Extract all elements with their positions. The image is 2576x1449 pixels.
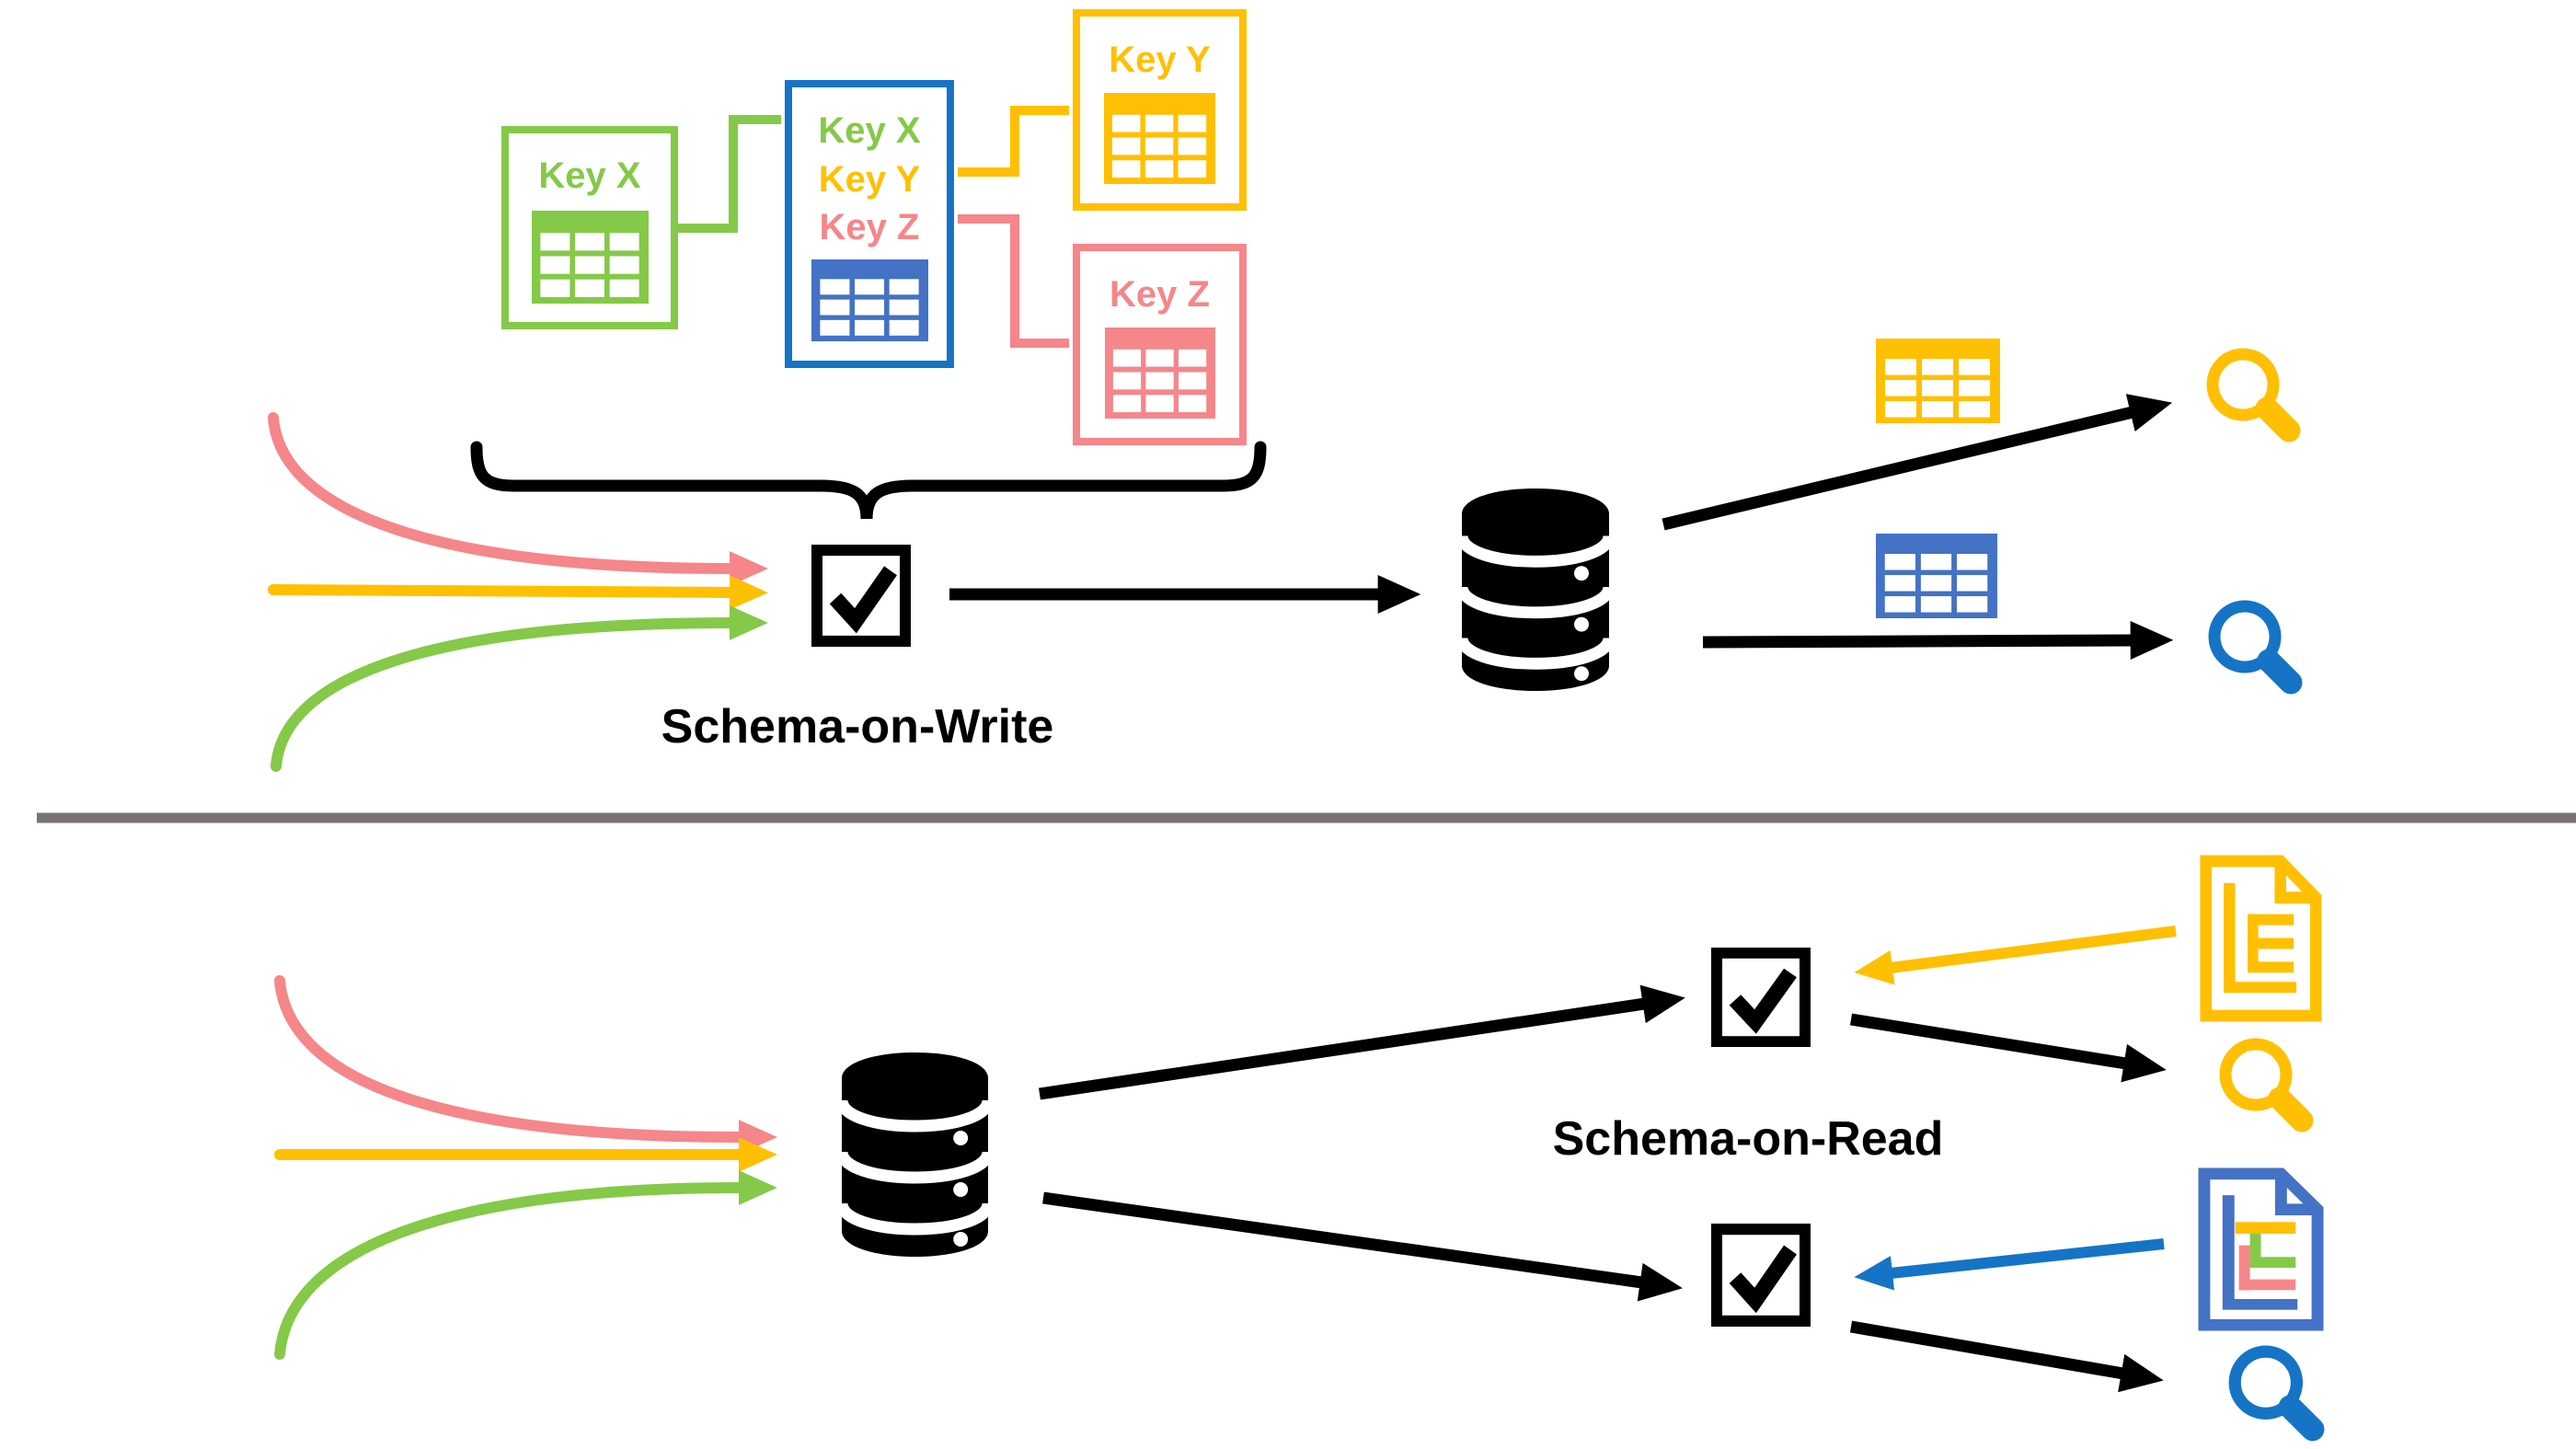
table-icon-green bbox=[532, 211, 649, 304]
arrow-schema-doc-yellow-to-validate bbox=[1854, 926, 2177, 985]
merged-key-z-label: Key Z bbox=[819, 207, 920, 248]
result-table-icon-blue bbox=[1876, 534, 1997, 618]
arrow-database-to-search-blue bbox=[1702, 621, 2174, 661]
database-icon-bottom bbox=[838, 1051, 992, 1259]
stream-green-top bbox=[270, 605, 768, 772]
arrow-database-to-search-yellow bbox=[1662, 394, 2173, 531]
stream-yellow-top bbox=[268, 575, 768, 610]
stream-salmon-bottom bbox=[274, 975, 777, 1155]
connector-merged-to-red bbox=[958, 214, 1069, 348]
table-icon-merged-blue bbox=[811, 259, 928, 341]
stream-salmon-top bbox=[268, 412, 768, 586]
table-icon-yellow bbox=[1104, 93, 1215, 184]
merged-key-y-label: Key Y bbox=[818, 158, 921, 200]
checkbox-icon-read-bottom bbox=[1711, 1224, 1811, 1327]
key-box-green-title: Key X bbox=[538, 155, 641, 196]
key-box-red-title: Key Z bbox=[1110, 273, 1210, 315]
schema-on-write-label: Schema-on-Write bbox=[661, 700, 1054, 753]
arrow-database-to-validate-bottom bbox=[1042, 1191, 1683, 1302]
schema-on-read-label: Schema-on-Read bbox=[1552, 1112, 1944, 1166]
search-icon-blue-top bbox=[2204, 598, 2306, 699]
key-box-yellow: Key Y bbox=[1073, 9, 1247, 211]
schema-document-icon-multicolor bbox=[2197, 1167, 2325, 1332]
connector-merged-to-yellow bbox=[958, 106, 1069, 177]
merged-key-x-label: Key X bbox=[818, 109, 921, 151]
arrow-schema-doc-blue-to-validate bbox=[1854, 1238, 2165, 1291]
arrow-validate-to-search-yellow bbox=[1849, 1013, 2167, 1083]
search-icon-blue-bottom bbox=[2225, 1343, 2328, 1446]
search-icon-yellow-top bbox=[2202, 346, 2304, 447]
table-icon-red bbox=[1105, 328, 1215, 419]
search-icon-yellow-bottom bbox=[2215, 1036, 2317, 1137]
checkbox-icon-read-top bbox=[1711, 948, 1811, 1047]
schema-document-icon-yellow bbox=[2199, 854, 2323, 1023]
key-box-yellow-title: Key Y bbox=[1109, 39, 1211, 80]
checkbox-icon-schema-on-write bbox=[811, 545, 911, 647]
arrow-validate-to-search-blue bbox=[1849, 1320, 2164, 1393]
schema-brace bbox=[470, 441, 1267, 520]
arrow-database-to-validate-top bbox=[1039, 984, 1685, 1100]
stream-green-bottom bbox=[274, 1170, 777, 1360]
connector-green-to-merged bbox=[678, 115, 781, 233]
key-box-green: Key X bbox=[501, 126, 678, 329]
key-box-red: Key Z bbox=[1073, 244, 1247, 445]
database-icon-top bbox=[1458, 487, 1613, 693]
result-table-icon-yellow bbox=[1876, 339, 2000, 423]
key-box-merged: Key X Key Y Key Z bbox=[785, 80, 954, 368]
